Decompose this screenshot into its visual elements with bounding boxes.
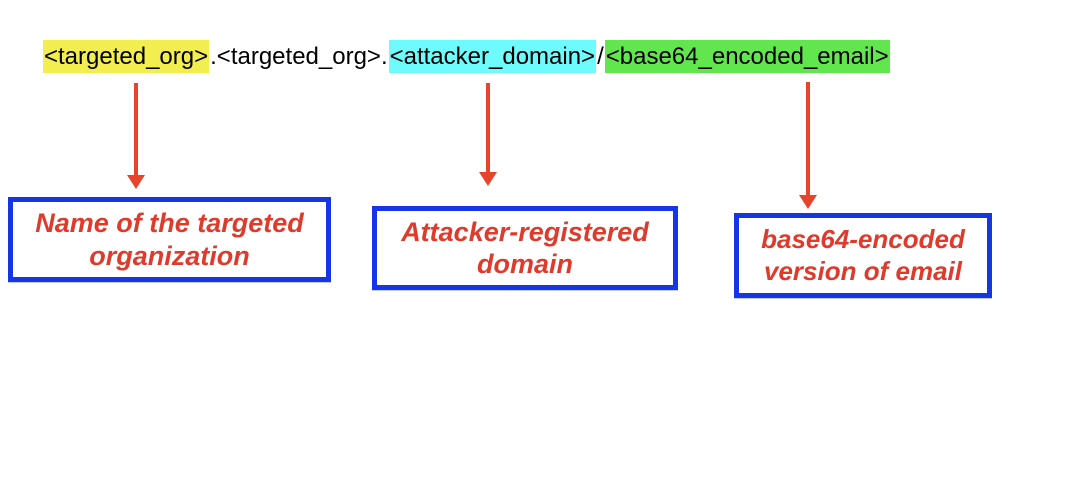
url-segment-slash: /: [597, 43, 604, 70]
down-arrow-attacker-domain: [477, 83, 499, 186]
callout-label: Attacker-registered domain: [401, 216, 649, 279]
arrow-shaft: [806, 82, 810, 195]
url-segment-targeted-org-plain: .<targeted_org>.: [210, 43, 388, 70]
url-pattern-line: <targeted_org>.<targeted_org>.<attacker_…: [43, 40, 890, 73]
arrow-head-icon: [479, 172, 497, 186]
callout-box-base64-email: base64-encoded version of email: [734, 213, 992, 298]
arrow-shaft: [486, 83, 490, 172]
down-arrow-targeted-org: [125, 83, 147, 189]
arrow-shaft: [134, 83, 138, 175]
callout-box-targeted-org: Name of the targeted organization: [8, 197, 331, 282]
url-segment-attacker-domain: <attacker_domain>: [388, 40, 597, 73]
url-segment-base64-encoded-email: <base64_encoded_email>: [604, 40, 890, 73]
arrow-head-icon: [127, 175, 145, 189]
down-arrow-base64-email: [797, 82, 819, 209]
url-segment-targeted-org-highlighted: <targeted_org>: [43, 40, 210, 73]
callout-label: base64-encoded version of email: [761, 224, 965, 286]
arrow-head-icon: [799, 195, 817, 209]
callout-box-attacker-domain: Attacker-registered domain: [372, 206, 678, 290]
callout-label: Name of the targeted organization: [35, 208, 304, 271]
